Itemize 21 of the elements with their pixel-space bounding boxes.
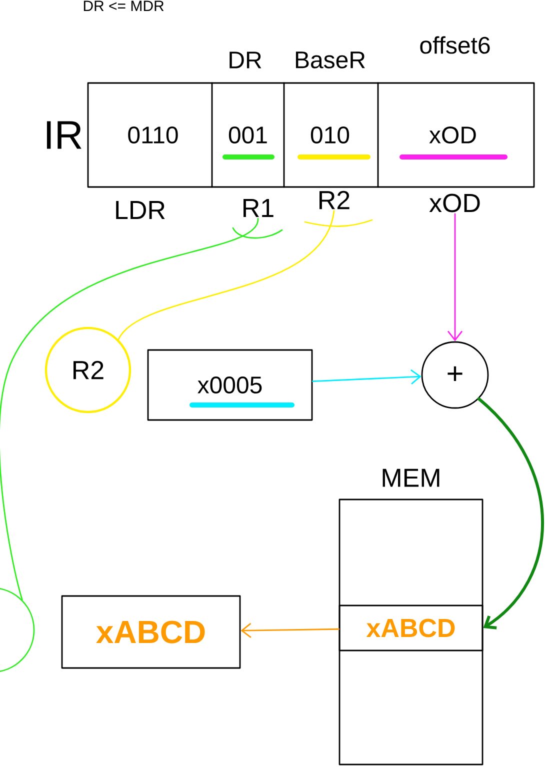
memory-cell: xABCD — [338, 604, 484, 652]
register-field: 001 — [228, 126, 267, 144]
field-label: offset6 — [420, 36, 490, 54]
value-box: xABCD — [61, 595, 241, 669]
node-label: IR — [46, 121, 82, 149]
value-box: x0005 — [147, 349, 313, 421]
register-name: R2 — [320, 190, 350, 210]
register-name: R1 — [244, 199, 274, 217]
field-label: DR — [230, 52, 262, 68]
register-field: 010 — [310, 126, 350, 144]
field-label: LDR — [116, 201, 165, 219]
title: DR <= MDR — [84, 0, 164, 12]
arrow — [447, 213, 463, 342]
node-label: MEM — [382, 468, 440, 487]
field-value: xOD — [429, 194, 480, 212]
register-field: 0110 — [128, 126, 178, 144]
arrow — [240, 622, 340, 638]
arrow — [477, 397, 544, 630]
field-label: BaseR — [296, 52, 365, 68]
register-field: xOD — [429, 126, 476, 144]
arrow — [312, 369, 422, 384]
